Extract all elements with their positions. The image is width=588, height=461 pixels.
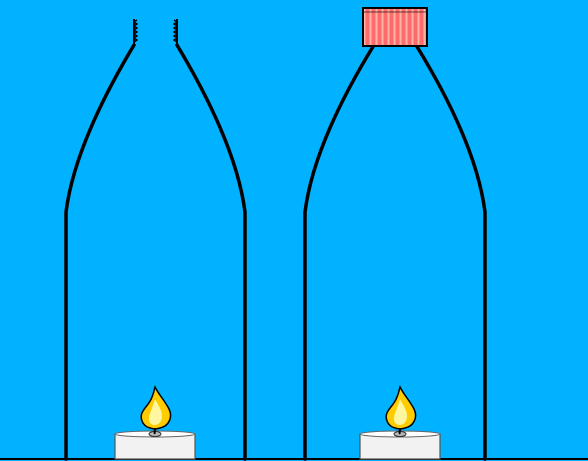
- bottle-capped: [303, 7, 487, 461]
- candle-under-open-bottle: [114, 386, 196, 460]
- bottle-open-right-wall: [175, 43, 247, 461]
- bottle-open-left-wall: [64, 43, 136, 461]
- bottle-cap: [362, 7, 428, 47]
- candle-under-capped-bottle: [359, 386, 441, 460]
- bottle-open-neck-threads: [132, 19, 179, 44]
- bottle-cap-body: [362, 7, 428, 47]
- bottle-open: [64, 19, 247, 461]
- bottle-capped-left-wall: [303, 43, 376, 461]
- bottle-capped-right-wall: [414, 43, 487, 461]
